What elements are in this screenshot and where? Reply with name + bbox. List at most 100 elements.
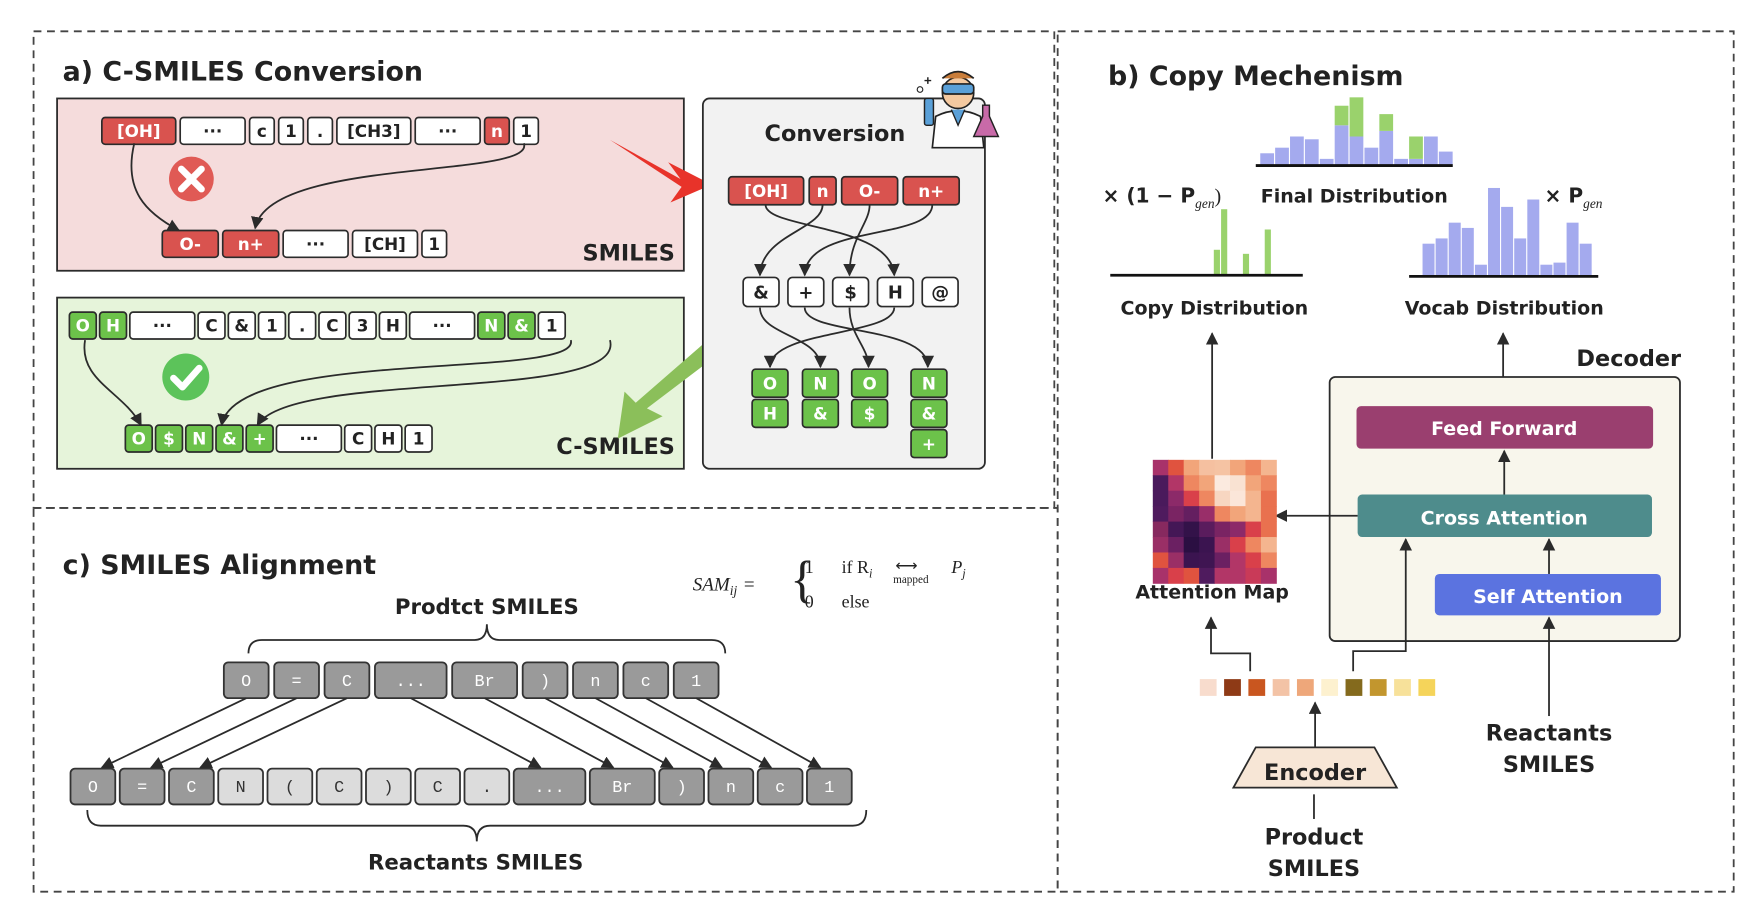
self-attention-block [1434, 573, 1661, 616]
token-label: C [352, 429, 364, 449]
encoder-output-tokens [1199, 679, 1436, 696]
reactant-brace [86, 809, 868, 842]
attention-cell [1260, 552, 1277, 569]
token-label: 3 [357, 316, 369, 336]
attention-cell [1199, 537, 1216, 553]
panel-c-title: c) SMILES Alignment [63, 550, 377, 581]
token [68, 311, 98, 340]
conversion-input-label: O- [859, 181, 881, 201]
attention-cell [1183, 521, 1200, 538]
alignment-edges [100, 697, 822, 769]
token-label: N [484, 316, 498, 336]
attention-cell [1168, 537, 1185, 553]
final-bar-vocab [1364, 147, 1379, 165]
vocab-bar [1566, 222, 1579, 276]
final-distribution-chart [1260, 97, 1453, 165]
reactant-token [512, 767, 587, 806]
conversion-symbol-token [742, 276, 780, 308]
conversion-output-token [910, 428, 948, 459]
token-label: [CH] [364, 234, 406, 254]
reactant-token [414, 767, 461, 806]
feed-forward-label: Feed Forward [1431, 418, 1577, 440]
cross-attention-label: Cross Attention [1421, 508, 1588, 530]
final-bar-copy [1334, 105, 1349, 126]
token-label: 1 [520, 121, 532, 141]
token [154, 424, 184, 453]
encoder-label: Encoder [1264, 760, 1366, 786]
conversion-symbol-token [787, 276, 825, 308]
attention-cell [1230, 459, 1246, 476]
token-label: ··· [203, 121, 222, 141]
product-smiles-input-1: Product [1265, 825, 1364, 851]
csmiles-label: C-SMILES [556, 434, 675, 460]
conversion-output-label: N [922, 373, 936, 393]
token [404, 424, 433, 453]
attention-cell [1199, 506, 1216, 523]
encoder-token [1345, 679, 1363, 696]
token [348, 311, 377, 340]
token-label: O- [180, 234, 202, 254]
token-label: ··· [306, 234, 325, 254]
attention-cell [1260, 506, 1277, 523]
product-brace [247, 624, 727, 654]
smiles-bottom-row: O-n+···[CH]1 [161, 229, 448, 259]
token-label: H [386, 316, 400, 336]
encoder-block [1231, 746, 1399, 789]
conversion-label: Conversion [765, 121, 906, 147]
reactant-token-label: . [482, 779, 492, 798]
vocab-bar [1448, 222, 1461, 276]
attention-cell [1214, 521, 1231, 538]
conversion-output-token [751, 398, 789, 429]
conversion-symbol-label: H [888, 283, 903, 304]
sam-formula: SAMij= { 1 if Ri ⟷ mapped Pj 0 else [693, 551, 966, 611]
attention-cell [1245, 490, 1262, 507]
attention-cell [1245, 567, 1262, 584]
reactant-token-label: C [433, 779, 443, 798]
svg-text:1: 1 [805, 557, 814, 577]
token [197, 311, 226, 340]
alignment-edge [410, 697, 542, 769]
attention-map-label: Attention Map [1135, 582, 1289, 604]
alignment-edge [645, 697, 773, 769]
attention-cell [1214, 552, 1231, 569]
token-label: [CH3] [347, 121, 400, 141]
final-bar-vocab [1409, 158, 1423, 165]
token [227, 311, 257, 340]
svg-text:mapped: mapped [893, 574, 929, 586]
attention-cell [1214, 459, 1231, 476]
conversion-symbols: &+$H@ [742, 276, 959, 308]
reactant-token-label: C [186, 779, 196, 798]
encoder-token [1369, 679, 1387, 696]
token [287, 311, 317, 340]
attention-cell [1152, 521, 1169, 538]
smiles-label: SMILES [583, 241, 675, 267]
reactant-token-label: c [775, 779, 785, 798]
product-token-label: ... [396, 673, 426, 692]
reactants-smiles-input-1: Reactants [1486, 721, 1613, 747]
copy-distribution-label: Copy Distribution [1121, 297, 1309, 319]
reactant-token [266, 767, 314, 806]
attention-cell [1245, 506, 1262, 523]
product-token-label: c [641, 673, 651, 692]
token [128, 311, 196, 340]
attention-cell [1183, 537, 1200, 553]
attention-cell [1183, 506, 1200, 523]
reactant-token-label: ( [285, 779, 295, 798]
attention-cell [1183, 459, 1200, 476]
attention-cell [1260, 567, 1277, 584]
encoder-token [1272, 679, 1290, 696]
product-token-label: Br [475, 673, 495, 692]
reactant-token-label: ... [534, 779, 564, 798]
encoder-token [1296, 679, 1314, 696]
attention-cell [1168, 490, 1185, 507]
attention-cell [1214, 490, 1231, 507]
alignment-edge [595, 697, 724, 769]
final-bar-copy [1379, 114, 1394, 131]
reactant-token-label: n [726, 779, 736, 798]
attention-cell [1214, 475, 1231, 492]
conversion-symbol-label: + [798, 283, 813, 304]
token [179, 116, 246, 146]
conversion-output-token [801, 368, 840, 399]
feed-forward-block [1356, 406, 1654, 449]
attention-cell [1183, 490, 1200, 507]
